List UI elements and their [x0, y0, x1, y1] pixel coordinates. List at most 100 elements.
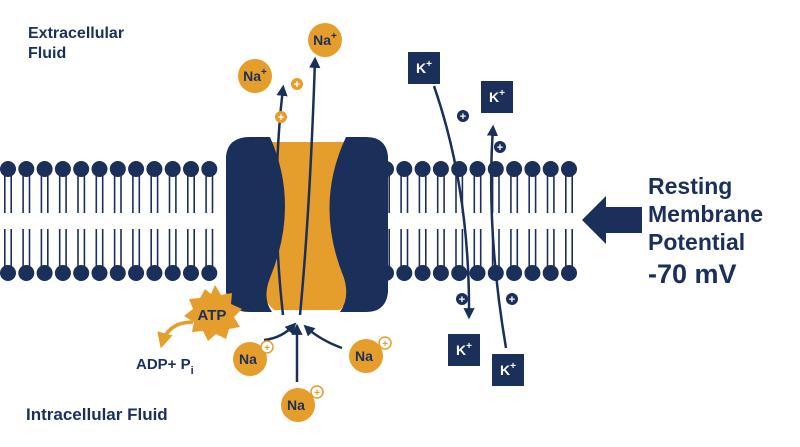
adp-arrow — [157, 320, 194, 349]
lipid-head — [432, 265, 449, 281]
k-ion-top-right: K+ — [481, 81, 513, 113]
na-ion-bottom-left: Na + — [233, 340, 274, 376]
lipid-head — [73, 265, 90, 281]
svg-text:Na+: Na+ — [243, 67, 267, 84]
lipid-head — [146, 265, 163, 281]
na-ion-top-left: Na+ — [238, 59, 272, 93]
svg-text:+: + — [460, 111, 466, 123]
lipid-head — [414, 265, 431, 281]
lipid-head — [164, 161, 181, 177]
atp-burst-shape — [184, 285, 242, 341]
lipid-head — [469, 265, 486, 281]
svg-text:K+: K+ — [456, 341, 472, 358]
lipid-head — [451, 161, 468, 177]
charge-plus-navy-2: + — [494, 141, 506, 154]
lipid-head — [0, 265, 16, 281]
lipid-head — [561, 265, 577, 281]
svg-text:+: + — [509, 294, 515, 306]
lipid-head — [542, 161, 559, 177]
lipid-head — [561, 161, 577, 177]
atp-hydrolysis: ATP ADP+ Pi — [136, 285, 242, 377]
svg-text:+: + — [278, 112, 284, 124]
k-ion-bottom-right: K+ — [492, 354, 524, 386]
lipid-head — [542, 265, 559, 281]
lipid-head — [54, 265, 71, 281]
pump-left-subunit — [226, 137, 285, 312]
na-ion-top-right: Na+ — [308, 23, 342, 57]
lipid-head — [201, 265, 218, 281]
resting-line-3: Potential — [648, 229, 746, 255]
lipid-head — [469, 161, 486, 177]
svg-text:Na: Na — [355, 348, 373, 364]
lipid-head — [506, 161, 523, 177]
lipid-head — [128, 265, 145, 281]
extracellular-fluid-label: Extracellular Fluid — [28, 24, 158, 64]
potassium-arrows — [432, 85, 508, 349]
na-arrow-in-right — [303, 324, 343, 350]
lipid-head — [18, 161, 35, 177]
svg-text:+: + — [264, 343, 270, 354]
svg-text:+: + — [294, 79, 300, 91]
svg-text:Na+: Na+ — [313, 31, 337, 48]
charge-plus-navy-3: + — [456, 293, 468, 306]
intracellular-fluid-label: Intracellular Fluid — [26, 405, 168, 424]
lipid-head — [73, 161, 90, 177]
lipid-head — [183, 265, 199, 281]
k-arrow-up — [486, 124, 508, 349]
resting-line-2: Membrane — [648, 201, 764, 227]
k-ion-top-left: K+ — [408, 52, 440, 84]
lipid-head — [524, 161, 541, 177]
lipid-head — [0, 161, 16, 177]
resting-potential-arrow-icon — [582, 196, 642, 244]
charge-plus-navy-4: + — [506, 293, 518, 306]
charge-plus-navy-1: + — [457, 110, 469, 123]
charge-plus-orange-2: + — [275, 111, 287, 124]
pump-right-subunit — [329, 137, 388, 312]
svg-text:+: + — [497, 142, 503, 154]
svg-text:K+: K+ — [489, 88, 505, 105]
lipid-head — [506, 265, 523, 281]
lipid-head — [36, 265, 53, 281]
resting-potential-label: Resting Membrane Potential — [648, 172, 798, 256]
lipid-head — [414, 161, 431, 177]
lipid-head — [91, 265, 108, 281]
svg-text:K+: K+ — [500, 361, 516, 378]
charge-plus-orange-1: + — [291, 78, 303, 91]
lipid-head — [109, 265, 126, 281]
lipid-head — [396, 265, 413, 281]
lipid-head — [18, 265, 35, 281]
k-arrow-down — [432, 85, 475, 320]
lipid-head — [54, 161, 71, 177]
resting-line-1: Resting — [648, 173, 733, 199]
lipid-head — [91, 161, 108, 177]
k-ion-bottom-left: K+ — [448, 334, 480, 366]
svg-text:+: + — [314, 388, 320, 399]
lipid-head — [524, 265, 541, 281]
na-ion-bottom-center: Na + — [281, 385, 324, 422]
lipid-head — [146, 161, 163, 177]
svg-text:Na: Na — [239, 351, 257, 367]
lipid-head — [109, 161, 126, 177]
lipid-head — [128, 161, 145, 177]
svg-text:K+: K+ — [416, 59, 432, 76]
voltage-label: -70 mV — [648, 259, 737, 289]
svg-text:+: + — [382, 339, 388, 350]
na-arrow-in-left — [263, 322, 297, 342]
lipid-heads — [0, 161, 577, 281]
extracellular-line-2: Fluid — [28, 45, 67, 62]
lipid-head — [396, 161, 413, 177]
svg-text:Na: Na — [287, 397, 305, 413]
na-ion-bottom-right: Na + — [349, 336, 392, 373]
svg-text:+: + — [459, 294, 465, 306]
lipid-head — [183, 161, 199, 177]
atp-label: ATP — [198, 307, 227, 324]
na-arrow-out-right — [298, 56, 321, 316]
lipid-head — [164, 265, 181, 281]
lipid-head — [201, 161, 218, 177]
lipid-head — [432, 161, 449, 177]
adp-label: ADP+ Pi — [136, 356, 194, 377]
extracellular-line-1: Extracellular — [28, 25, 125, 42]
lipid-head — [36, 161, 53, 177]
lipid-head — [451, 265, 468, 281]
